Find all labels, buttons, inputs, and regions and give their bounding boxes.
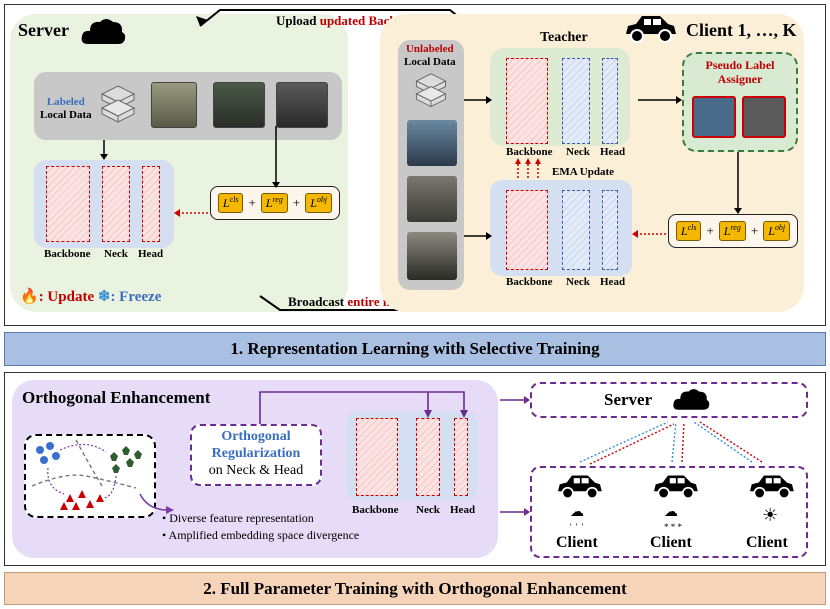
server-backbone-label: Backbone [44, 248, 91, 260]
photo-unlabeled-3 [407, 232, 457, 280]
photo-pseudo-2 [742, 96, 786, 138]
teacher-head-block [602, 58, 618, 144]
server-title: Server [18, 20, 69, 40]
teacher-backbone-block [506, 58, 548, 144]
sun-icon: ☀ [762, 505, 779, 525]
car-icon [558, 475, 602, 500]
bottom-neck-block [416, 418, 440, 496]
feature-arrow [139, 493, 174, 514]
photo-pseudo-1 [692, 96, 736, 138]
ortho-title: Orthogonal Enhancement [22, 388, 211, 407]
server-head-label: Head [138, 248, 164, 260]
bottom-frame [4, 372, 826, 566]
section1-title-bar: 1. Representation Learning with Selectiv… [4, 332, 826, 366]
student-head-block [602, 190, 618, 270]
ortho-reg-box [190, 424, 322, 486]
pseudo-label-title: Pseudo Label Assigner [705, 58, 775, 86]
photo-pedestrian [151, 82, 197, 128]
bottom-server-title: Server [604, 390, 653, 409]
client-label-1: Client [556, 534, 598, 551]
ortho-reg-text: Orthogonal Regularization on Neck & Head [208, 429, 304, 478]
section2-title: 2. Full Parameter Training with Orthogon… [203, 578, 627, 598]
teacher-backbone-label: Backbone [506, 146, 553, 158]
ema-update-label: EMA Update [552, 166, 615, 178]
section1-title: 1. Representation Learning with Selectiv… [230, 339, 600, 358]
feature-scatter [31, 439, 142, 510]
bottom-server-box [530, 382, 808, 418]
bottom-neck-label: Neck [416, 504, 440, 516]
teacher-head-label: Head [600, 146, 626, 158]
teacher-neck-block [562, 58, 590, 144]
bullet-list: • Diverse feature representation • Ampli… [162, 510, 359, 544]
snowflake-icon: ❄ [97, 289, 111, 305]
car-icon [626, 16, 676, 43]
database-icon [100, 85, 136, 123]
bullet-item: • Diverse feature representation [162, 511, 314, 525]
client-label-3: Client [746, 534, 788, 551]
server-head-block [142, 166, 160, 242]
bottom-backbone-block [356, 418, 398, 496]
student-backbone-block [506, 190, 548, 270]
bottom-backbone-label: Backbone [352, 504, 399, 516]
cloud-icon [673, 389, 710, 410]
student-backbone-label: Backbone [506, 276, 553, 288]
section2-title-bar: 2. Full Parameter Training with Orthogon… [4, 572, 826, 605]
photo-car-2 [276, 82, 328, 128]
photo-unlabeled-1 [407, 120, 457, 166]
bullet-item: • Amplified embedding space divergence [162, 528, 360, 542]
student-neck-block [562, 190, 590, 270]
server-neck-block [102, 166, 130, 242]
teacher-neck-label: Neck [566, 146, 590, 158]
server-neck-label: Neck [104, 248, 128, 260]
bottom-head-label: Head [450, 504, 476, 516]
ortho-connector [259, 391, 468, 424]
legend: 🔥: Update ❄: Freeze [20, 289, 162, 305]
server-backbone-block [46, 166, 90, 242]
client-loss-box: Lcls+ Lreg+ Lobj [668, 214, 798, 248]
client-label-2: Client [650, 534, 692, 551]
student-neck-label: Neck [566, 276, 590, 288]
teacher-label: Teacher [540, 30, 588, 45]
database-icon [415, 73, 447, 108]
car-icon [750, 475, 794, 500]
snow-icon: ☁* * * [664, 505, 682, 533]
client-title: Client 1, …, K [686, 20, 797, 40]
photo-unlabeled-2 [407, 176, 457, 222]
fire-icon: 🔥 [20, 289, 39, 305]
photo-car-1 [213, 82, 265, 128]
student-head-label: Head [600, 276, 626, 288]
cloud-icon [81, 19, 126, 44]
rain-icon: ☁' ' ' [570, 505, 585, 533]
car-icon [654, 475, 698, 500]
bottom-head-block [454, 418, 468, 496]
top-frame [4, 4, 826, 326]
server-loss-box: Lcls+ Lreg+ Lobj [210, 186, 340, 220]
